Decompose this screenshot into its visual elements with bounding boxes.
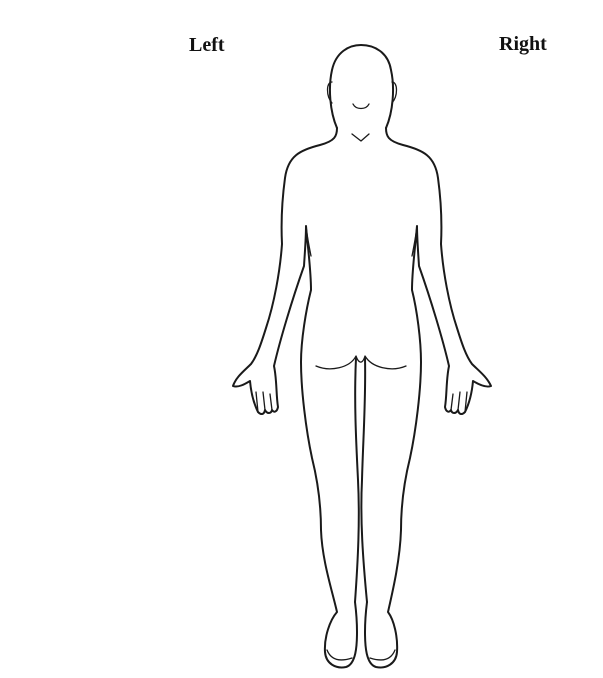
left-fingers (255, 391, 273, 413)
right-inner-leg-line (360, 357, 368, 603)
left-body-contour (232, 127, 358, 669)
right-body-contour (364, 127, 492, 669)
right-ear-outline (391, 81, 398, 104)
nape-mark (352, 103, 370, 110)
neck-crease-mark (351, 133, 370, 142)
right-side-label: Right (499, 33, 547, 55)
right-toes (369, 649, 396, 661)
left-ear-outline (326, 81, 333, 104)
left-inner-arm-line (305, 225, 312, 257)
left-toes (326, 649, 353, 661)
right-fingers (450, 391, 468, 413)
left-inner-leg-line (354, 357, 360, 603)
right-inner-arm-line (411, 225, 418, 257)
left-side-label: Left (189, 34, 225, 56)
gluteal-fold (315, 355, 407, 370)
head-outline (328, 44, 395, 129)
